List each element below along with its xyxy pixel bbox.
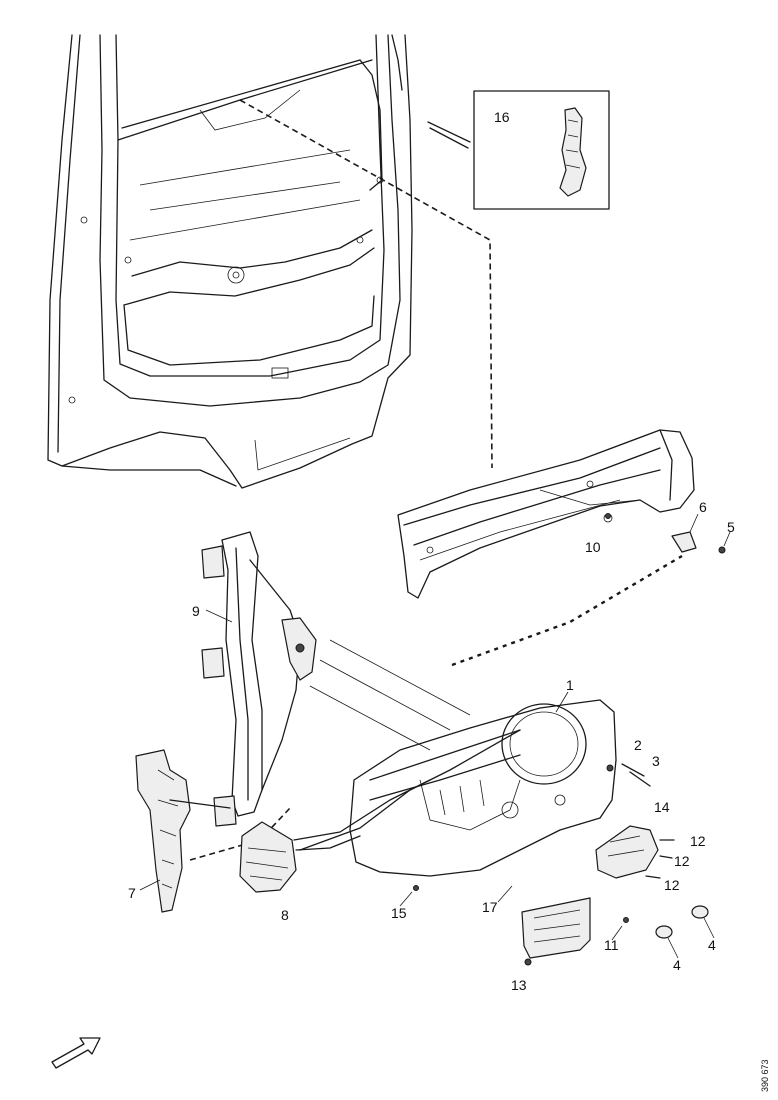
door-frame [47,34,413,489]
callout-12a: 12 [690,833,706,849]
callout-7: 7 [128,885,136,901]
door-lock-unit [135,749,231,913]
callout-4b: 4 [708,937,716,953]
inset-detail-box [427,90,610,210]
callout-labels: 1 2 3 4 4 5 6 7 8 9 10 11 12 12 12 13 14… [128,109,735,993]
cover-plate [521,897,591,966]
callout-3: 3 [652,753,660,769]
callout-12b: 12 [674,853,690,869]
callout-11: 11 [604,937,619,953]
callout-2: 2 [634,737,642,753]
callout-16: 16 [494,109,510,125]
control-module [239,821,361,893]
callout-14: 14 [654,799,670,815]
cross-member-rail [397,429,726,599]
callout-9: 9 [192,603,200,619]
callout-12c: 12 [664,877,680,893]
callout-8: 8 [281,907,289,923]
window-regulator-rail [201,531,317,827]
arrow-icon [51,1037,101,1069]
callout-4a: 4 [673,957,681,973]
callout-5: 5 [727,519,735,535]
door-module-carrier [293,639,617,877]
reference-number: 390 673 [760,1059,770,1092]
callout-6: 6 [699,499,707,515]
callout-15: 15 [391,905,407,921]
callout-17: 17 [482,899,498,915]
window-motor [595,825,675,879]
callout-10: 10 [585,539,601,555]
leader-lines [139,513,731,959]
callout-13: 13 [511,977,527,993]
fasteners [413,513,709,939]
callout-1: 1 [566,677,574,693]
